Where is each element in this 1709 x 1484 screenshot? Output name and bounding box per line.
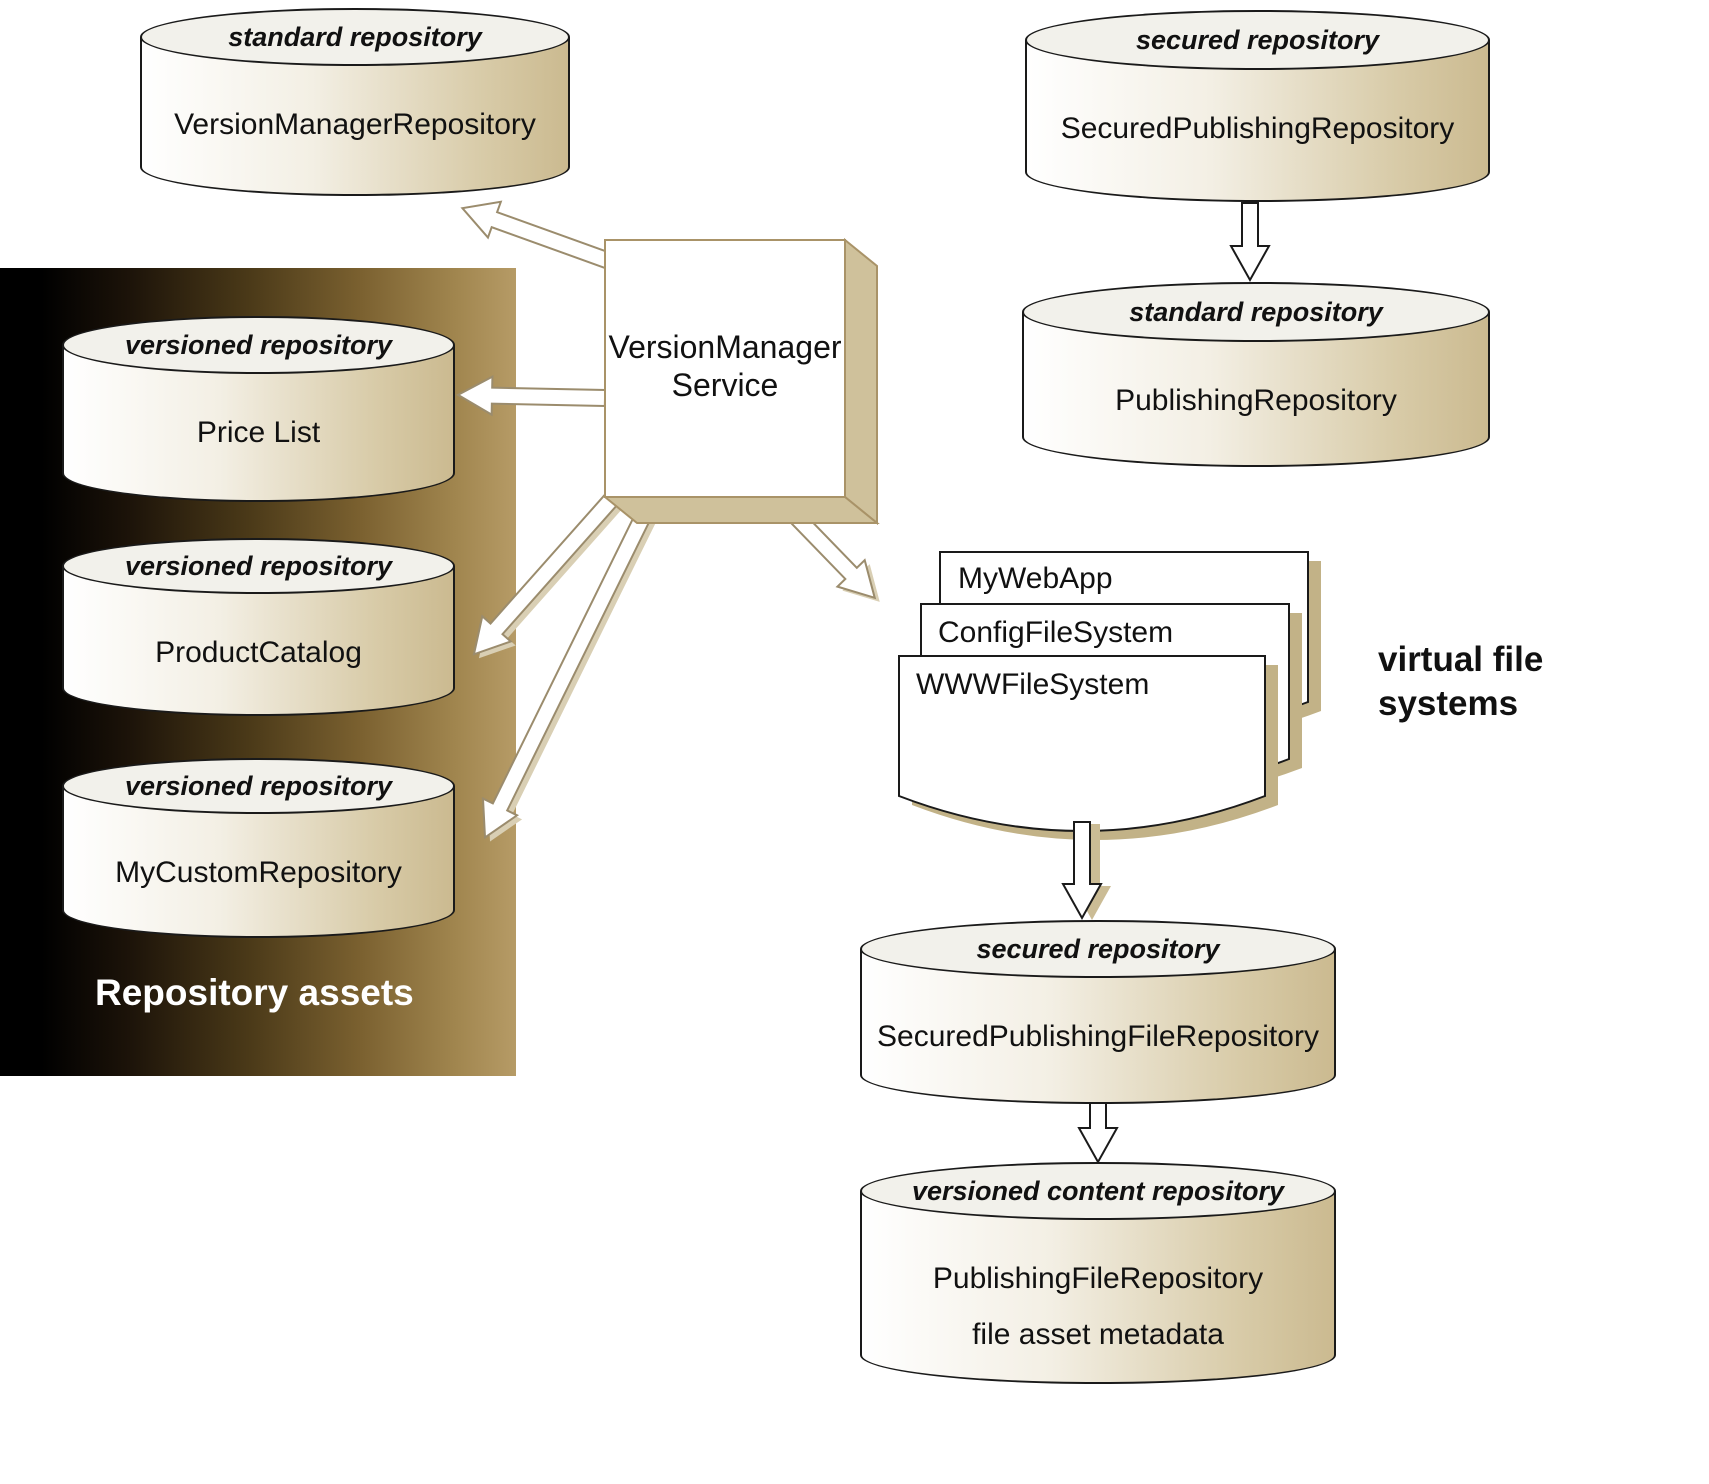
arrow-service-to-pricelist [455,374,607,417]
arrow-securedfilerepo-to-publishingfilerepo [1077,1099,1119,1165]
arrow-filesystems-to-securedfilerepo [1061,821,1103,921]
arrow-secured-to-publishing [1229,202,1271,283]
document-wwwfilesystem [898,655,1266,832]
service-box-bottom-face [602,496,880,524]
arrow-service-to-versionmanagerrepository [460,200,616,271]
arrow-service-to-mycustomrepository [481,487,664,840]
service-box-right-face [844,237,878,526]
service-box-front-face [604,239,846,498]
arrow-service-to-productcatalog [472,485,626,656]
